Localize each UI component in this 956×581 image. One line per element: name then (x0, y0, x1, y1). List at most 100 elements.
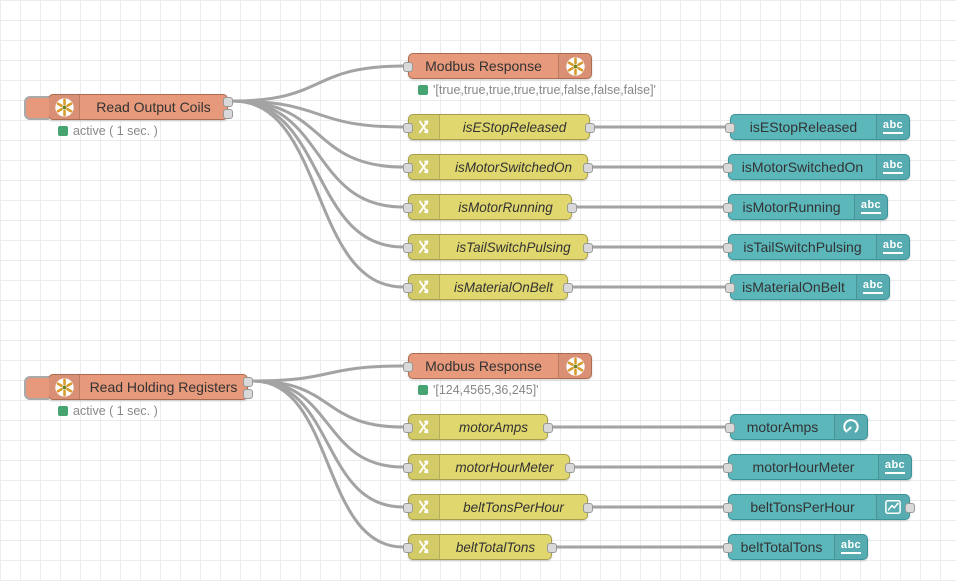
abc-icon: abc (878, 455, 911, 479)
wire[interactable] (231, 99, 405, 169)
node-modbus-response-2[interactable]: Modbus Response (403, 353, 592, 379)
input-port[interactable] (403, 543, 413, 553)
output-port[interactable] (565, 463, 575, 473)
inject-button[interactable] (24, 376, 49, 400)
abc-icon: abc (876, 115, 909, 139)
output-port-0[interactable] (243, 377, 253, 387)
wire[interactable] (251, 364, 405, 383)
node-chart-belt-tons-per-hour[interactable]: beltTonsPerHour (723, 494, 915, 520)
node-label: isMaterialOnBelt (742, 279, 845, 295)
node-status: active ( 1 sec. ) (58, 404, 158, 418)
output-port[interactable] (583, 243, 593, 253)
node-gauge-motor-amps[interactable]: motorAmps (725, 414, 868, 440)
abc-text: abc (884, 460, 906, 474)
input-port[interactable] (403, 283, 413, 293)
node-label: Modbus Response (425, 358, 542, 374)
shuffle-icon (409, 235, 440, 259)
status-text: '[true,true,true,true,true,false,false,f… (433, 83, 656, 97)
node-read-holding-registers[interactable]: Read Holding Registers (24, 374, 253, 400)
shuffle-icon (409, 115, 440, 139)
abc-text: abc (862, 280, 884, 294)
wire[interactable] (231, 99, 405, 209)
abc-icon: abc (834, 535, 867, 559)
output-port-0[interactable] (223, 97, 233, 107)
output-port[interactable] (547, 543, 557, 553)
node-label: isMotorRunning (742, 199, 841, 215)
output-port[interactable] (585, 123, 595, 133)
output-port[interactable] (905, 503, 915, 513)
chart-icon (876, 495, 909, 519)
input-port[interactable] (725, 123, 735, 133)
node-label: motorAmps (746, 419, 819, 435)
output-port[interactable] (563, 283, 573, 293)
wire[interactable] (231, 99, 405, 289)
input-port[interactable] (403, 243, 413, 253)
input-port[interactable] (725, 423, 735, 433)
node-change-motor-amps[interactable]: motorAmps (403, 414, 553, 440)
node-change-is-material-on-belt[interactable]: isMaterialOnBelt (403, 274, 573, 300)
node-label: motorHourMeter (455, 459, 554, 475)
output-port[interactable] (583, 503, 593, 513)
wire[interactable] (231, 99, 405, 249)
input-port[interactable] (403, 62, 413, 72)
wire[interactable] (251, 379, 405, 509)
input-port[interactable] (723, 463, 733, 473)
shuffle-icon (409, 415, 440, 439)
node-modbus-response-1[interactable]: Modbus Response (403, 53, 592, 79)
wire[interactable] (251, 379, 405, 429)
status-dot (418, 85, 428, 95)
input-port[interactable] (723, 243, 733, 253)
node-debug-belt-total-tons[interactable]: beltTotalTons abc (723, 534, 868, 560)
input-port[interactable] (723, 203, 733, 213)
node-read-output-coils[interactable]: Read Output Coils (24, 94, 233, 120)
node-label: beltTonsPerHour (750, 499, 855, 515)
node-label: isMotorRunning (458, 199, 553, 215)
shuffle-icon (409, 495, 440, 519)
node-change-is-motor-switched-on[interactable]: isMotorSwitchedOn (403, 154, 593, 180)
abc-icon: abc (876, 235, 909, 259)
wire[interactable] (251, 379, 405, 549)
node-change-motor-hour-meter[interactable]: motorHourMeter (403, 454, 575, 480)
shuffle-icon (409, 275, 440, 299)
input-port[interactable] (403, 463, 413, 473)
abc-text: abc (882, 120, 904, 134)
input-port[interactable] (403, 362, 413, 372)
output-port-1[interactable] (243, 389, 253, 399)
input-port[interactable] (723, 543, 733, 553)
input-port[interactable] (403, 503, 413, 513)
output-port[interactable] (543, 423, 553, 433)
output-port-1[interactable] (223, 109, 233, 119)
shuffle-icon (409, 195, 440, 219)
input-port[interactable] (403, 123, 413, 133)
input-port[interactable] (403, 203, 413, 213)
node-change-belt-tons-per-hour[interactable]: beltTonsPerHour (403, 494, 593, 520)
wire[interactable] (231, 99, 405, 129)
node-debug-is-material-on-belt[interactable]: isMaterialOnBelt abc (725, 274, 890, 300)
input-port[interactable] (403, 423, 413, 433)
wire[interactable] (231, 64, 405, 103)
abc-text: abc (860, 200, 882, 214)
input-port[interactable] (725, 283, 735, 293)
node-change-is-estop-released[interactable]: isEStopReleased (403, 114, 595, 140)
input-port[interactable] (403, 163, 413, 173)
gauge-icon (834, 415, 867, 439)
node-change-is-motor-running[interactable]: isMotorRunning (403, 194, 577, 220)
input-port[interactable] (723, 163, 733, 173)
input-port[interactable] (723, 503, 733, 513)
wire[interactable] (251, 379, 405, 469)
modbus-asterisk-icon (558, 354, 591, 378)
output-port[interactable] (583, 163, 593, 173)
output-port[interactable] (567, 203, 577, 213)
inject-button[interactable] (24, 96, 49, 120)
node-label: beltTotalTons (740, 539, 823, 555)
node-change-belt-total-tons[interactable]: beltTotalTons (403, 534, 557, 560)
node-debug-is-motor-running[interactable]: isMotorRunning abc (723, 194, 888, 220)
node-change-is-tail-switch-pulsing[interactable]: isTailSwitchPulsing (403, 234, 593, 260)
status-text: active ( 1 sec. ) (73, 124, 158, 138)
